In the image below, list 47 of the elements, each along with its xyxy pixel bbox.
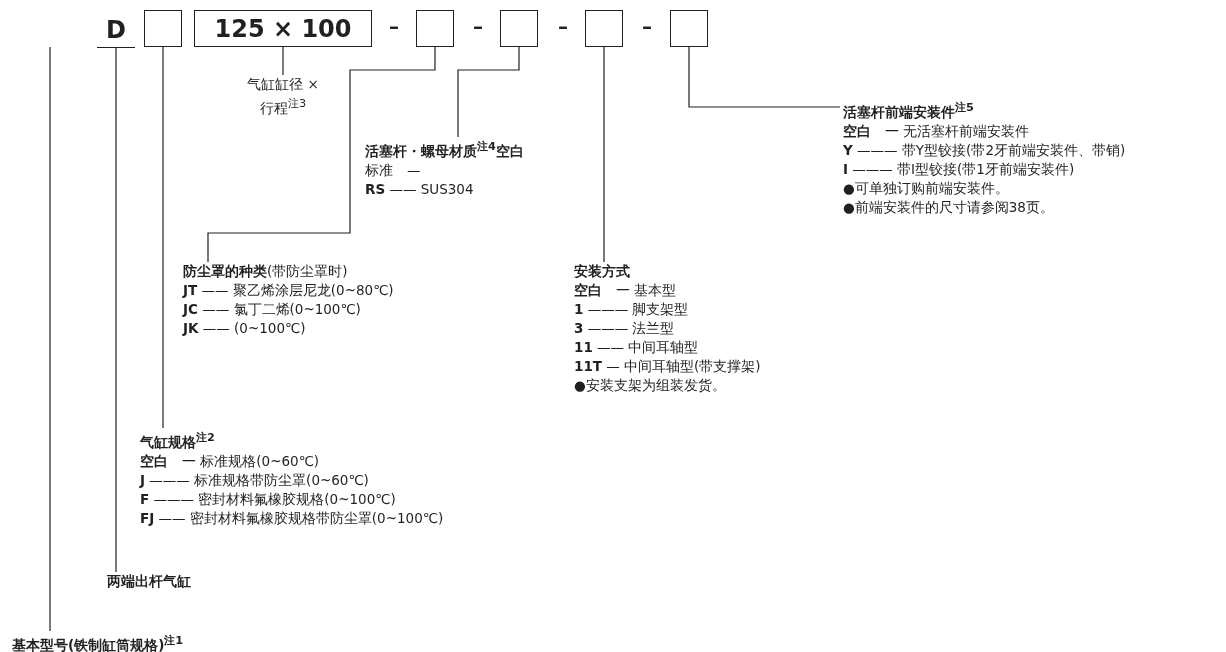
code-box (416, 10, 454, 47)
option-row: JT —— 聚乙烯涂层尼龙(0~80℃) (183, 281, 394, 300)
separator-dash: – (558, 14, 568, 38)
separator-dash: – (389, 14, 399, 38)
option-row-text: J ——— 标准规格带防尘罩(0~60℃) (140, 470, 370, 490)
option-heading: 防尘罩的种类(带防尘罩时) (183, 262, 349, 281)
option-row-text: I ——— 带I型铰接(带1牙前端安装件) (843, 159, 1076, 179)
option-row: Y ——— 带Y型铰接(带2牙前端安装件、带销) (843, 140, 1126, 160)
option-row-text: 11 —— 中间耳轴型 (574, 338, 700, 357)
option-heading: 安装方式 (574, 262, 631, 281)
option-row-text: JC —— 氯丁二烯(0~100℃) (183, 300, 362, 319)
leader-line (603, 46, 605, 263)
leader-line (282, 46, 284, 76)
option-row-text: F ——— 密封材料氟橡胶规格(0~100℃) (140, 489, 397, 509)
option-row-text: ●前端安装件的尺寸请参阅38页。 (843, 197, 1055, 217)
leader-line (457, 46, 520, 138)
option-row-text: 标准 — (365, 160, 422, 180)
code-box (500, 10, 538, 47)
option-row-text: 3 ——— 法兰型 (574, 319, 676, 338)
leader-line (688, 46, 841, 108)
option-row-text: 空白 一 标准规格(0~60℃) (140, 451, 321, 471)
option-row-text: RS —— SUS304 (365, 179, 475, 199)
separator-dash: – (473, 14, 483, 38)
option-row: 11T — 中间耳轴型(带支撑架) (574, 357, 761, 376)
leader-line (49, 46, 51, 632)
code-letter: D (97, 16, 135, 48)
code-box: 125 × 100 (194, 10, 372, 47)
option-row-text: 1 ——— 脚支架型 (574, 300, 690, 319)
code-box (144, 10, 182, 47)
option-row: FJ —— 密封材料氟橡胶规格带防尘罩(0~100℃) (140, 508, 444, 528)
leader-line (115, 47, 117, 573)
leader-line (162, 46, 164, 429)
description-text: 气缸缸径 × 行程$^{注3}$ (246, 75, 320, 118)
description-text: 基本型号(铁制缸筒规格)$^{注1}$ (12, 633, 184, 652)
description-text: 两端出杆气缸 (107, 572, 191, 591)
option-heading: 气缸规格$^{注2}$ (140, 430, 216, 452)
leader-line (207, 46, 436, 263)
option-row-text: 空白 一 无活塞杆前端安装件 (843, 121, 1031, 141)
option-row-text: ●安装支架为组装发货。 (574, 376, 727, 395)
separator-dash: – (642, 14, 652, 38)
code-box (585, 10, 623, 47)
option-row-text: 空白 一 基本型 (574, 281, 678, 300)
option-row-text: ●可单独订购前端安装件。 (843, 178, 1010, 198)
option-row-text: JK —— (0~100℃) (183, 319, 307, 338)
code-box (670, 10, 708, 47)
option-heading: 活塞杆・螺母材质$^{注4}$空白 (365, 139, 524, 161)
option-heading: 活塞杆前端安装件$^{注5}$ (843, 100, 975, 122)
